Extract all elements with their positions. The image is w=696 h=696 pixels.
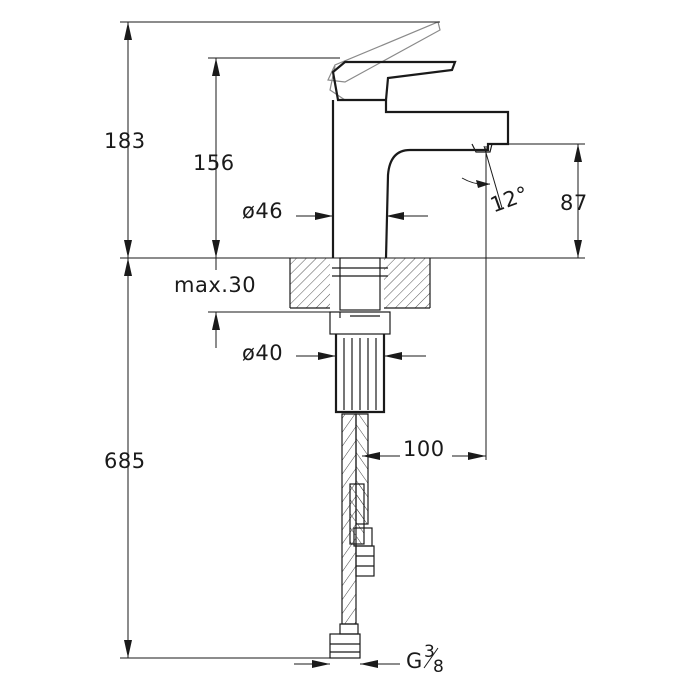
dimension-183 bbox=[120, 21, 440, 258]
height-87-label: 87 bbox=[560, 191, 588, 215]
thread-fraction-denominator: 8 bbox=[433, 657, 444, 677]
outlet-angle-indicator bbox=[461, 145, 503, 460]
countertop-section bbox=[289, 258, 431, 309]
thread-g-label: G bbox=[406, 649, 423, 673]
flexible-hoses bbox=[329, 413, 375, 659]
dimension-diameter-40 bbox=[296, 352, 426, 360]
height-183-label: 183 bbox=[104, 129, 146, 153]
dimension-100 bbox=[362, 452, 486, 460]
height-156-label: 156 bbox=[193, 151, 235, 175]
dimension-685 bbox=[120, 258, 330, 659]
dimension-thread bbox=[294, 660, 400, 668]
mounting-shank bbox=[329, 257, 391, 335]
faucet-body bbox=[327, 21, 510, 259]
reach-100-label: 100 bbox=[403, 437, 445, 461]
fixing-nut bbox=[334, 334, 386, 414]
diameter-40-label: ø40 bbox=[242, 341, 283, 365]
diameter-46-label: ø46 bbox=[242, 199, 283, 223]
dimension-diameter-46 bbox=[296, 212, 428, 220]
max-30-label: max.30 bbox=[174, 273, 256, 297]
dimension-156 bbox=[208, 57, 340, 258]
dimension-max-30 bbox=[208, 258, 330, 348]
thread-fraction-numerator: 3 bbox=[424, 642, 435, 662]
angle-12-label: 12° bbox=[487, 182, 532, 218]
length-685-label: 685 bbox=[104, 449, 146, 473]
dimension-87 bbox=[496, 143, 585, 258]
